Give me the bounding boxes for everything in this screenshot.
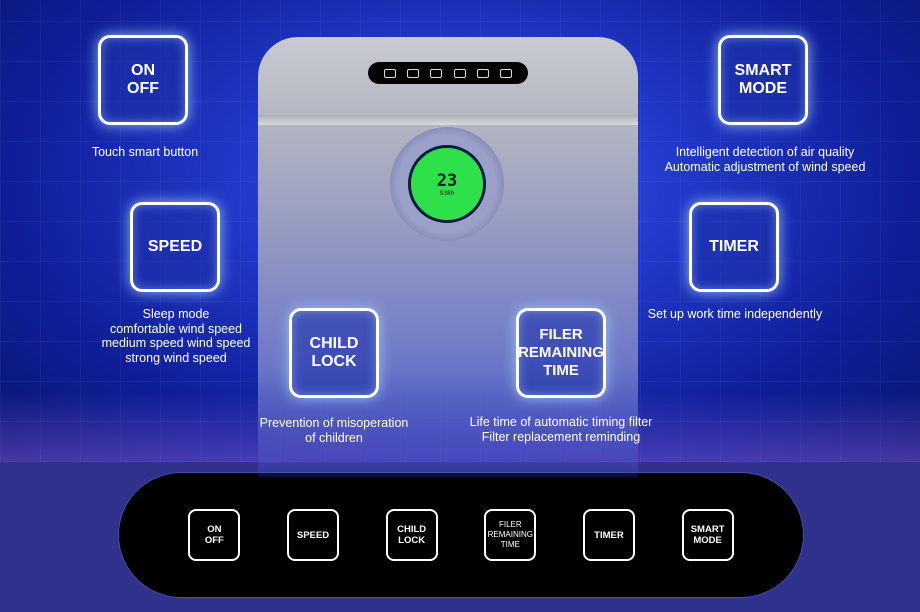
- caption-speed: Sleep mode comfortable wind speed medium…: [101, 307, 251, 365]
- caption-filter-remaining-time: Life time of automatic timing filter Fil…: [469, 415, 653, 444]
- strip-button-icon: [430, 68, 443, 78]
- strip-button-icon: [476, 68, 489, 78]
- feature-on-off: ON OFF: [98, 35, 188, 125]
- caption-child-lock: Prevention of misoperation of children: [259, 416, 409, 445]
- strip-button-icon: [383, 68, 396, 78]
- strip-button-icon: [500, 68, 513, 78]
- child-lock-button[interactable]: CHILD LOCK: [385, 509, 438, 561]
- feature-filter-remaining-time: FILER REMAINING TIME: [516, 308, 606, 398]
- feature-timer: TIMER: [689, 202, 779, 292]
- on-off-button[interactable]: ON OFF: [188, 509, 241, 561]
- feature-child-lock: CHILD LOCK: [289, 308, 379, 398]
- control-panel: ON OFF SPEED CHILD LOCK FILER REMAINING …: [118, 472, 804, 598]
- feature-smart-mode: SMART MODE: [718, 35, 808, 125]
- purifier-control-strip: [368, 62, 528, 84]
- filter-remaining-time-button[interactable]: FILER REMAINING TIME: [484, 509, 537, 561]
- strip-button-icon: [453, 68, 466, 78]
- speed-button[interactable]: SPEED: [286, 509, 339, 561]
- timer-button[interactable]: TIMER: [582, 509, 635, 561]
- purifier-display-ring: 23 938h: [390, 127, 504, 241]
- lcd-reading: 23: [436, 170, 458, 191]
- purifier-seam: [258, 115, 638, 125]
- lcd-screen: 23 938h: [408, 145, 486, 223]
- caption-smart-mode: Intelligent detection of air quality Aut…: [664, 145, 866, 174]
- smart-mode-button[interactable]: SMART MODE: [681, 509, 734, 561]
- caption-on-off: Touch smart button: [91, 145, 199, 159]
- caption-timer: Set up work time independently: [647, 307, 823, 321]
- strip-button-icon: [406, 68, 419, 78]
- air-purifier-image: 23 938h: [258, 37, 638, 477]
- feature-speed: SPEED: [130, 202, 220, 292]
- lcd-filter-hours: 938h: [439, 189, 455, 197]
